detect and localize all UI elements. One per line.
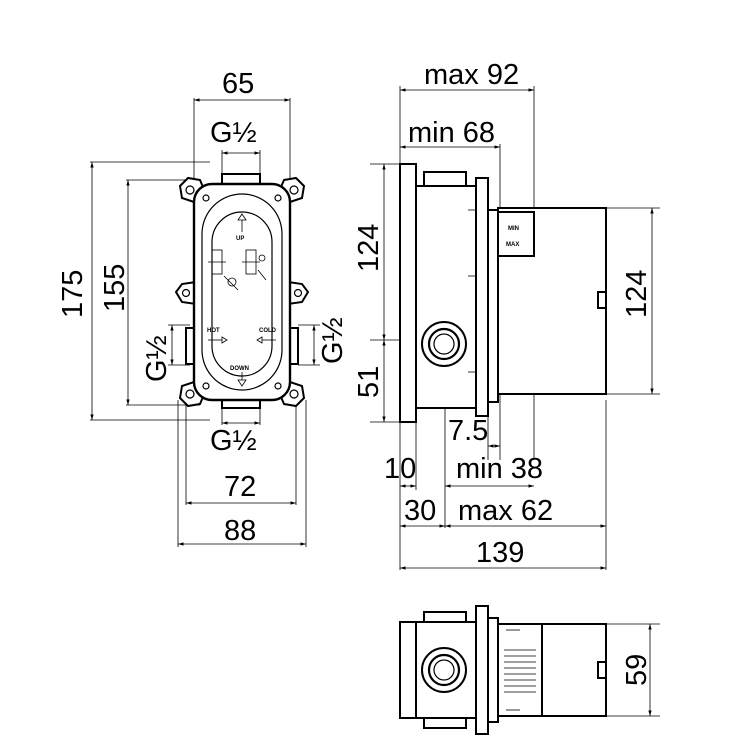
label-text-lines — [504, 629, 536, 711]
dim-thread-top: G½ — [210, 117, 257, 149]
dim-height-upper: 124 — [353, 224, 385, 272]
top-flange-step — [487, 617, 499, 723]
side-inlet-inner — [433, 333, 455, 355]
cartridge-icon — [208, 249, 267, 291]
dim-thread-bottom: G½ — [210, 425, 257, 457]
side-flange-step — [487, 209, 499, 403]
dim-thread-right: G½ — [317, 317, 349, 364]
label-down: DOWN — [230, 366, 249, 372]
top-inlet-ring — [427, 653, 461, 687]
cold-arrow-icon — [256, 336, 276, 344]
dim-7-5: 7.5 — [448, 415, 488, 447]
dim-min38: min 38 — [456, 453, 543, 485]
side-notch — [597, 291, 607, 309]
label-cold: COLD — [259, 328, 277, 334]
screw-icon — [202, 382, 210, 390]
dim-height-outer: 175 — [57, 270, 89, 318]
dim-max-depth: max 92 — [424, 59, 519, 91]
side-label-plate — [497, 211, 535, 257]
dim-width-inner: 72 — [224, 471, 256, 503]
top-notch — [597, 661, 607, 679]
screw-icon — [202, 194, 210, 202]
dim-max62: max 62 — [458, 495, 553, 527]
dim-height-right: 124 — [621, 270, 653, 318]
down-arrow-icon — [237, 372, 247, 387]
dim-10: 10 — [384, 453, 416, 485]
side-flange — [475, 177, 489, 417]
front-view: UP HOT COLD DOWN 65 G½ G½ — [57, 68, 349, 547]
side-inlet-ring — [427, 327, 461, 361]
up-arrow-icon — [237, 213, 247, 232]
dim-30: 30 — [404, 495, 436, 527]
top-label-plate — [497, 623, 543, 717]
screw-icon — [274, 382, 282, 390]
dim-total: 139 — [476, 537, 524, 569]
dim-thread-left: G½ — [141, 335, 173, 382]
side-main-body — [415, 185, 477, 409]
screw-icon — [274, 194, 282, 202]
label-up: UP — [236, 236, 244, 242]
front-body-inner — [201, 193, 283, 391]
dim-width-top: 65 — [222, 68, 254, 100]
hot-arrow-icon — [208, 336, 228, 344]
top-view: 59 — [399, 605, 660, 735]
top-plate — [399, 621, 417, 719]
side-view: MIN MAX max 92 min 68 124 51 124 7.5 10 … — [353, 59, 660, 570]
label-min: MIN — [508, 226, 519, 232]
top-inlet-inner — [433, 659, 455, 681]
dim-min-depth: min 68 — [408, 117, 495, 149]
dim-width-outer: 88 — [224, 515, 256, 547]
side-plate — [399, 163, 417, 423]
dim-height-lower: 51 — [353, 366, 385, 398]
label-hot: HOT — [207, 328, 220, 334]
dim-height-inner: 155 — [99, 264, 131, 312]
label-max: MAX — [506, 242, 519, 248]
dim-top-height: 59 — [621, 654, 653, 686]
front-body-outer — [192, 182, 292, 402]
top-flange — [475, 605, 489, 735]
